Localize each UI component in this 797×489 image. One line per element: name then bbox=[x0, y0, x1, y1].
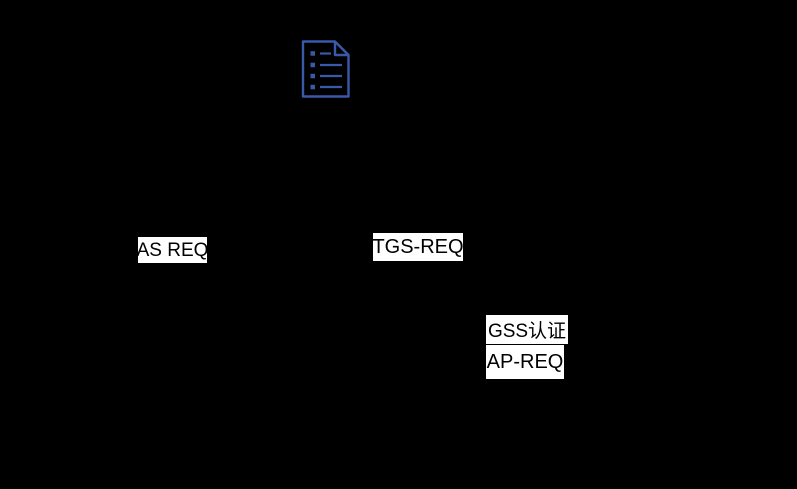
ap-req-label: AP-REQ bbox=[486, 345, 564, 379]
as-req-label: AS REQ bbox=[137, 237, 208, 263]
gss-ap-req-label-group: GSS认证 AP-REQ bbox=[486, 315, 568, 379]
bullet-square-1 bbox=[310, 51, 315, 56]
document-page-outline bbox=[301, 40, 350, 98]
tgs-req-label: TGS-REQ bbox=[372, 233, 464, 261]
gss-auth-label: GSS认证 bbox=[486, 315, 568, 344]
document-fold-corner bbox=[333, 41, 349, 57]
bullet-square-3 bbox=[310, 73, 315, 79]
bullet-square-2 bbox=[310, 62, 315, 68]
bullet-square-4 bbox=[310, 84, 315, 90]
document-icon bbox=[301, 40, 350, 98]
